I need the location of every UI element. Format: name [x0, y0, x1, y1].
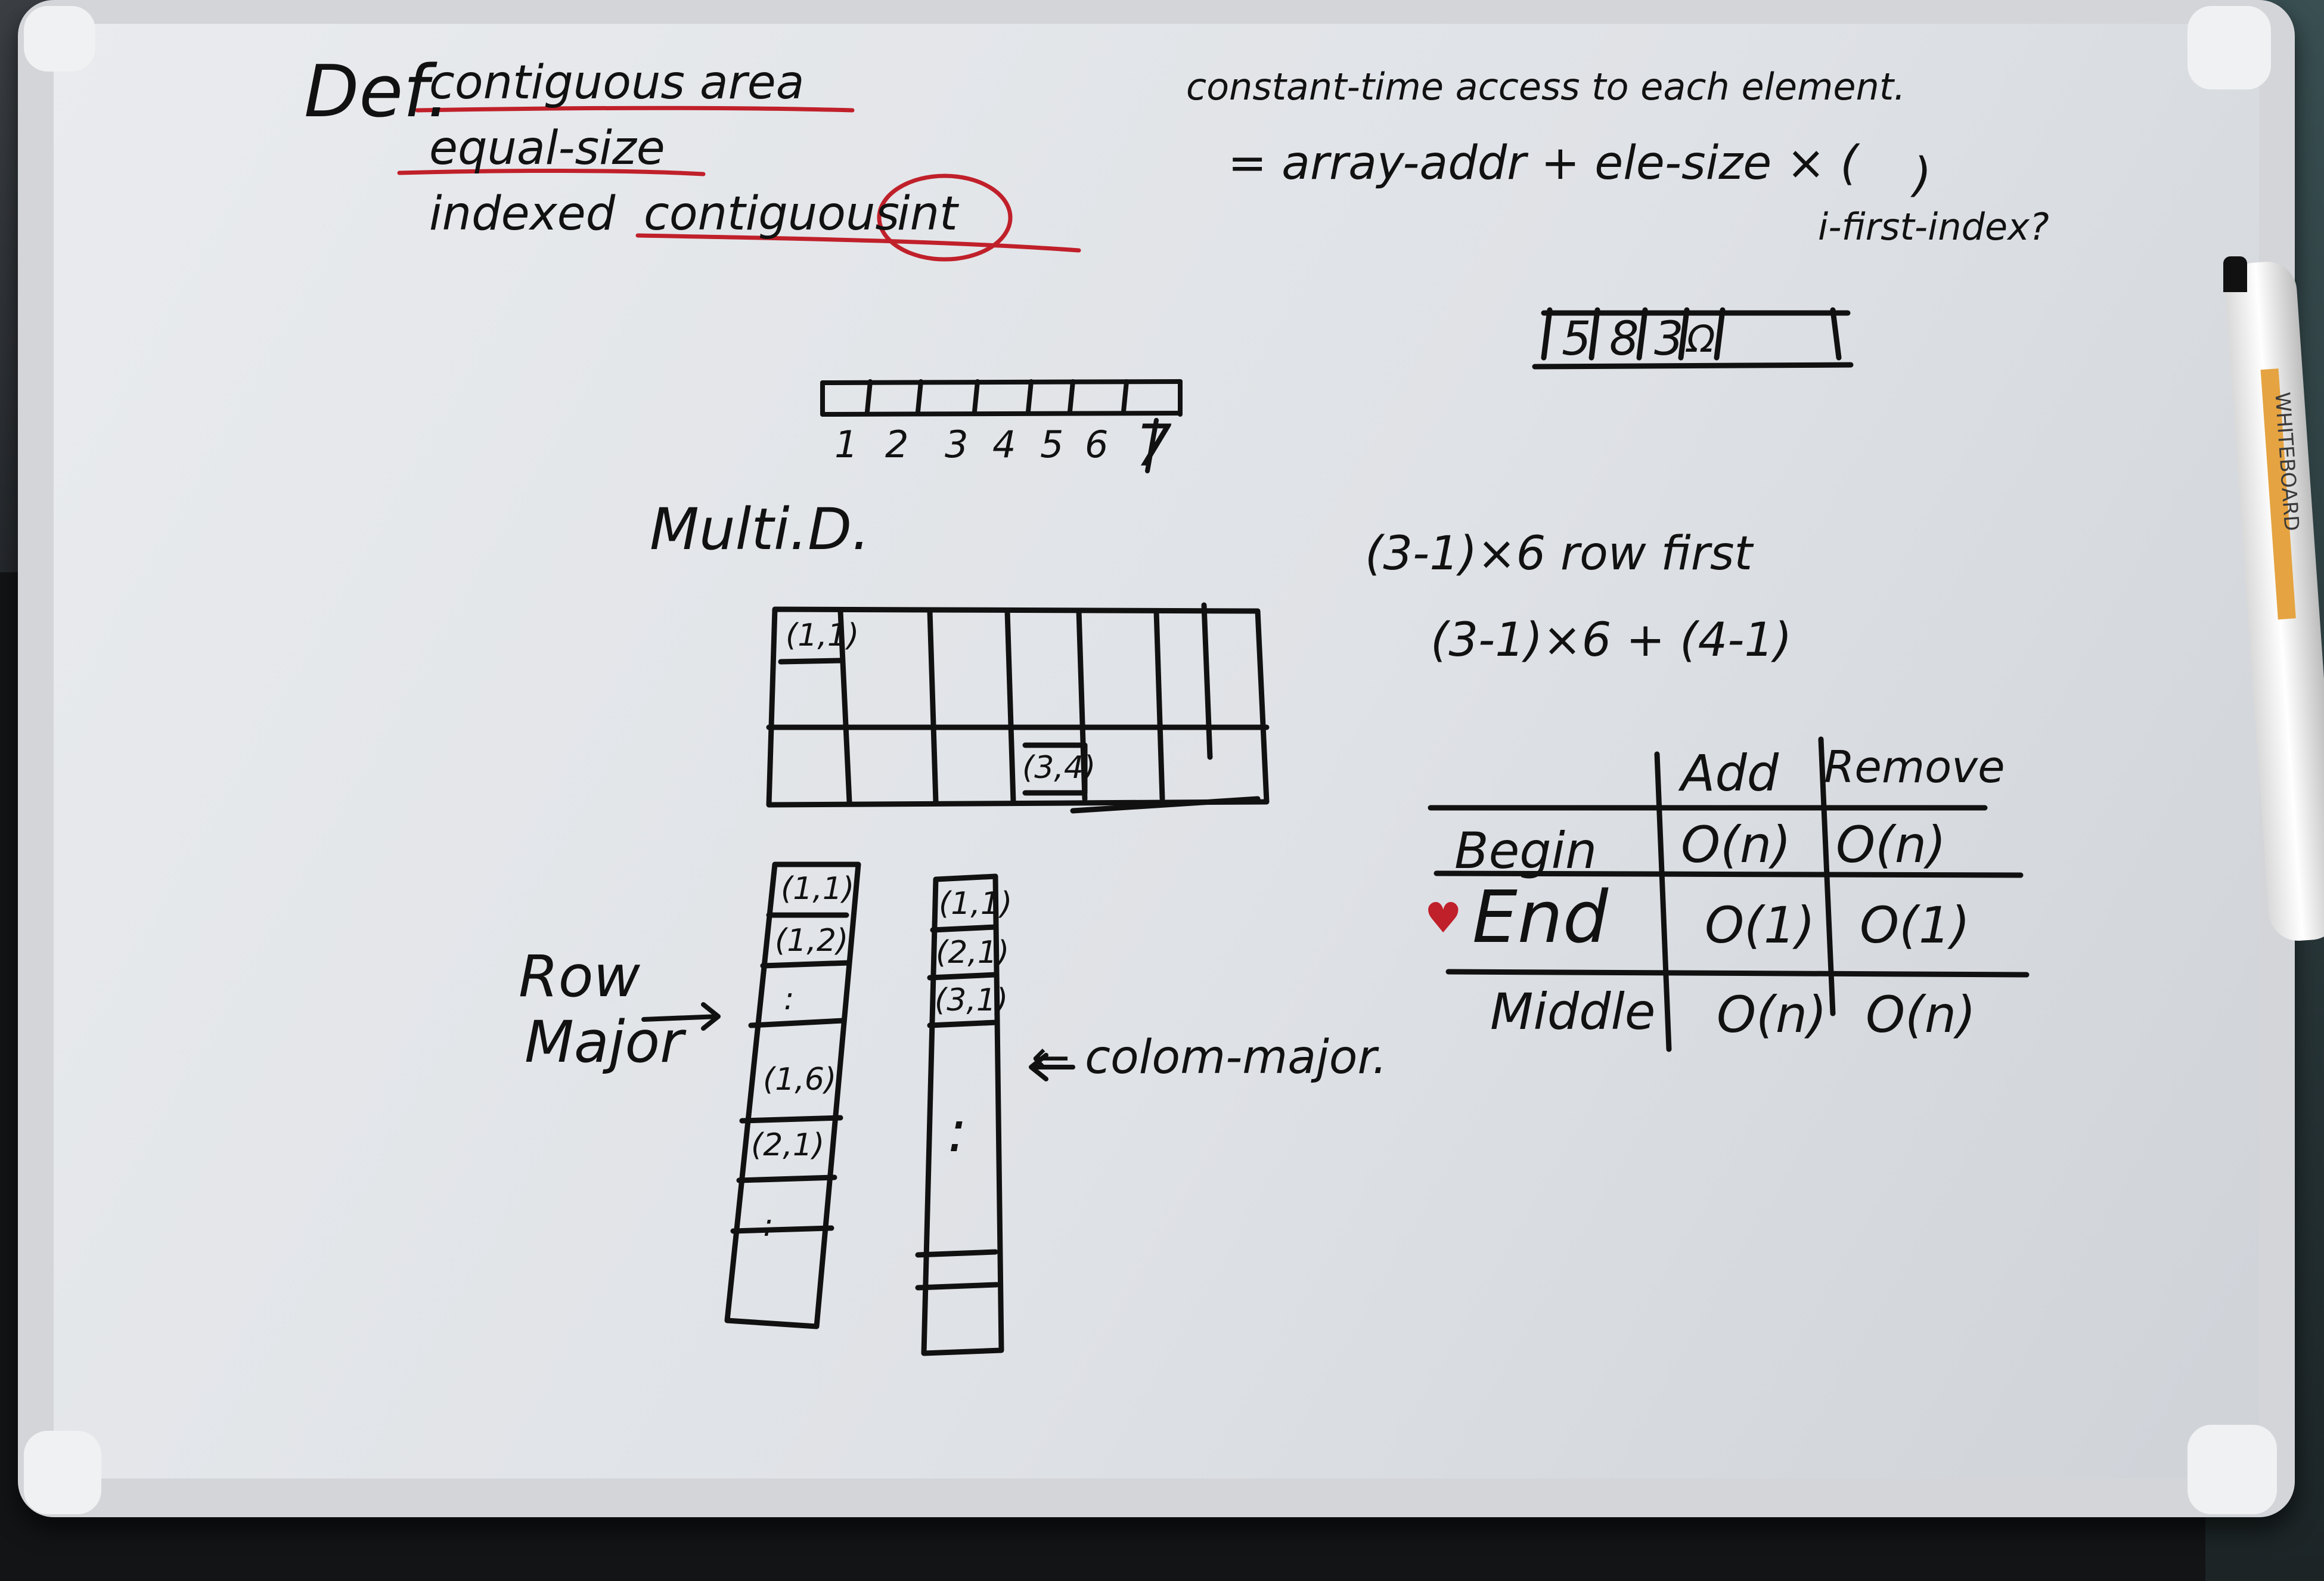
column-major-arrow [1029, 1053, 1075, 1081]
table-cell-remove: O(n) [1836, 816, 1946, 874]
row-major-cell: : [763, 1208, 774, 1244]
access-line3: i-first-index? [1818, 205, 2049, 249]
multi-d-grid-drawing [766, 602, 1270, 814]
row-major-cell: (1,1) [781, 871, 855, 907]
index-array-label: 6 [1085, 423, 1109, 466]
def-line2: equal-size [429, 122, 665, 175]
small-array: 5 8 3 Ω [1550, 310, 1848, 364]
whiteboard-surface [54, 24, 2259, 1478]
small-array-drawing [1532, 307, 1854, 370]
row-major-arrow [641, 1002, 721, 1031]
underline-contiguous [635, 233, 1081, 253]
frame-corner-top-right [2188, 6, 2271, 89]
frame-corner-bottom-right [2188, 1425, 2277, 1514]
marker-tip [2223, 256, 2247, 292]
table-cell-remove: O(1) [1860, 896, 1971, 954]
table-cell-add: O(1) [1705, 896, 1816, 954]
small-array-cell: 3 [1654, 312, 1684, 366]
table-cell-add: O(n) [1717, 985, 1827, 1044]
grid-cell-first: (1,1) [786, 618, 860, 653]
row-major-cell: (1,2) [775, 923, 849, 959]
def-line3-prefix: indexed [429, 187, 616, 241]
frame-corner-bottom-left [24, 1431, 101, 1514]
access-line2: = array-addr + ele-size × ( [1228, 137, 1858, 190]
index-array-label: 2 [885, 423, 909, 466]
column-major-cell: (3,1) [935, 982, 1009, 1018]
index-array-drawing [820, 379, 1183, 473]
def-label: Def. [304, 51, 450, 134]
index-array-label: 5 [1040, 423, 1064, 466]
row-major-label-line1: Row [519, 943, 640, 1010]
underline-contiguous-area [415, 106, 855, 113]
multi-d-title: Multi.D. [650, 496, 870, 563]
table-cell-remove: O(n) [1866, 985, 1976, 1044]
small-array-cell: Ω [1687, 317, 1715, 361]
access-line1: constant-time access to each element. [1186, 65, 1906, 108]
formula-line2: (3-1)×6 + (4-1) [1431, 613, 1792, 667]
def-line1: contiguous area [429, 56, 805, 110]
column-major-cell: (1,1) [939, 886, 1013, 922]
table-row-label: Middle [1490, 982, 1656, 1041]
table-row-label: Begin [1454, 822, 1597, 880]
table-row-label: End [1472, 876, 1609, 959]
table-header-add: Add [1681, 744, 1779, 802]
circle-int [877, 173, 1013, 262]
table-header-remove: Remove [1824, 742, 2005, 793]
row-major-cell: (1,6) [763, 1062, 837, 1098]
underline-equal-size [397, 168, 706, 176]
frame-corner-top-left [24, 6, 95, 72]
index-array-label: 3 [945, 423, 969, 466]
def-line3-circled: int [897, 187, 958, 241]
table-cell-add: O(n) [1681, 816, 1791, 874]
column-major-cell: : [948, 1098, 967, 1165]
row-major-cell: : [784, 981, 795, 1017]
column-major-column-drawing [915, 873, 1004, 1356]
formula-line1: (3-1)×6 row first [1365, 527, 1753, 581]
grid-cell-target: (3,4) [1022, 750, 1096, 786]
complexity-table-grid [1428, 736, 2030, 1052]
access-line2-paren: ) [1913, 148, 1932, 202]
small-array-cell: 8 [1609, 312, 1639, 366]
index-array-label: 1 [834, 423, 858, 466]
index-array-label: 7 [1135, 413, 1172, 479]
def-line3-word: contiguous [644, 187, 900, 241]
heart-icon: ♥ [1425, 894, 1462, 943]
row-major-column-drawing [724, 861, 861, 1329]
small-array-cell: 5 [1562, 312, 1591, 366]
row-major-label-line2: Major [525, 1009, 684, 1075]
column-major-label: ← colom-major. [1031, 1031, 1388, 1084]
row-major-cell: (2,1) [751, 1127, 825, 1163]
index-array-label: 4 [992, 423, 1016, 466]
column-major-cell: (2,1) [936, 935, 1010, 971]
